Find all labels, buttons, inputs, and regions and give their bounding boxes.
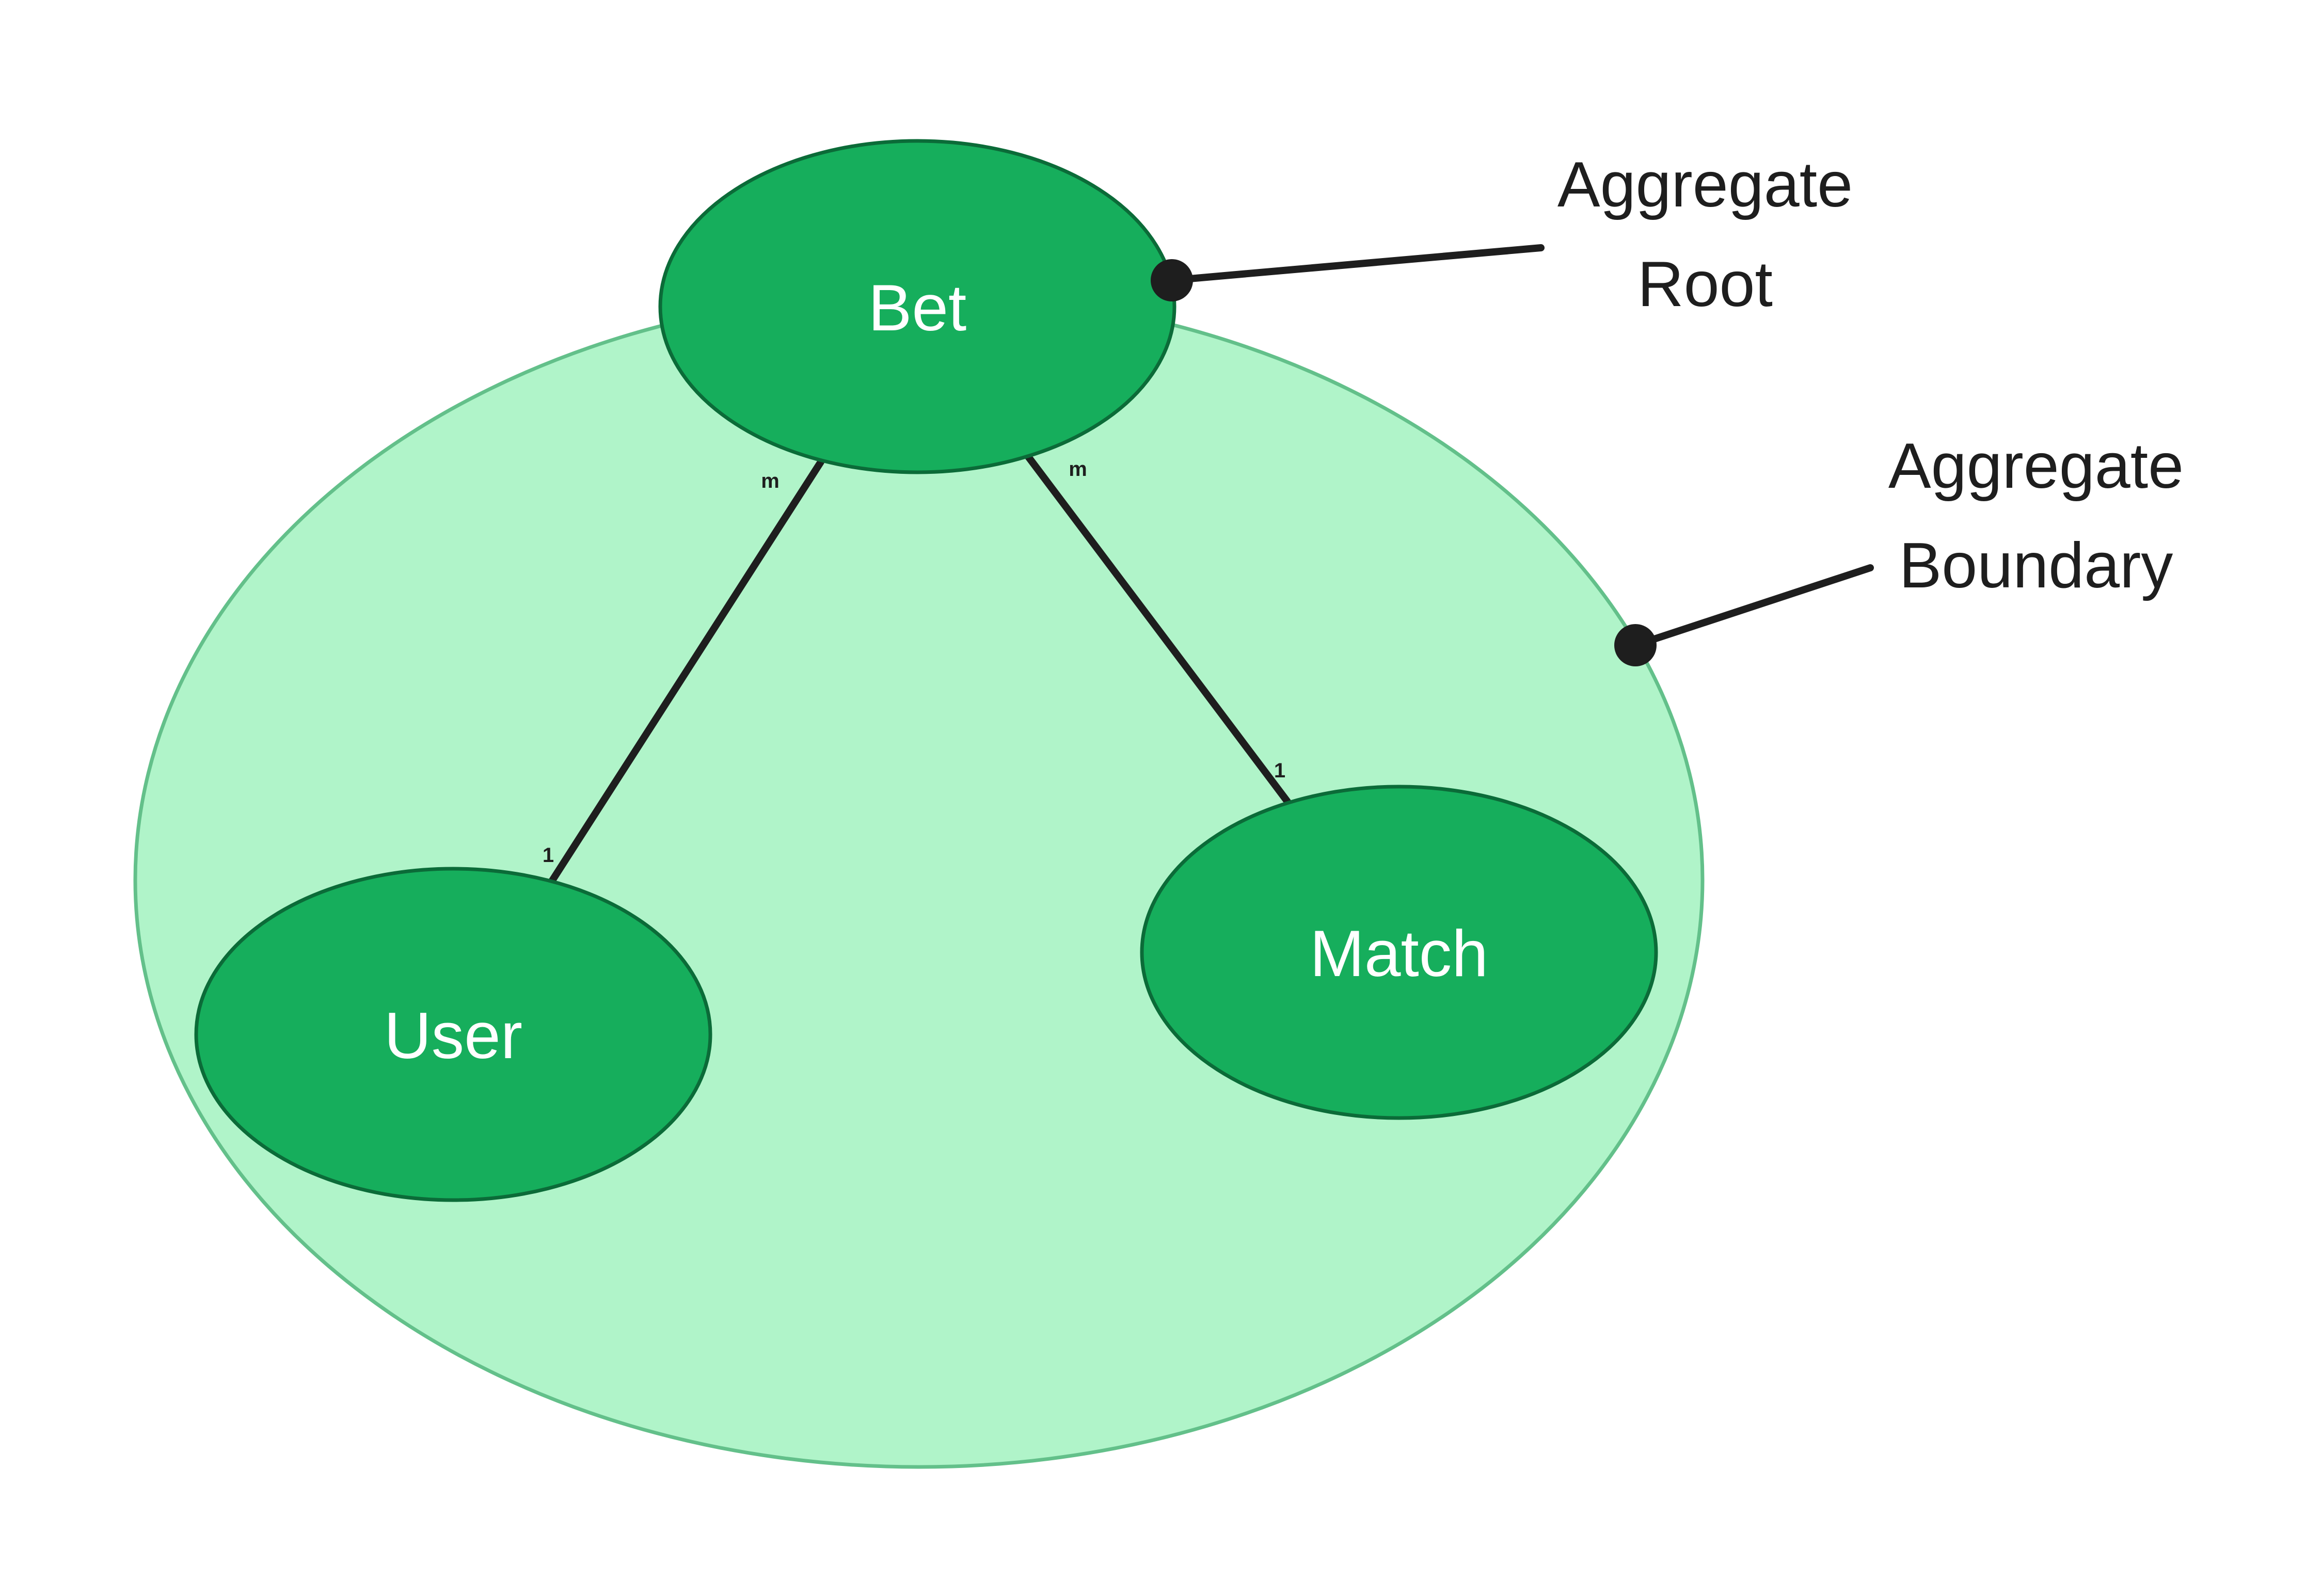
entity-match-shape (1140, 785, 1658, 1120)
callout-aggregate-root: Aggregate Root (1151, 149, 1853, 320)
entity-user-label: User (384, 999, 522, 1072)
entity-user[interactable]: User (194, 867, 712, 1202)
cardinality-bet-match-from: m (1069, 458, 1087, 481)
cardinality-bet-user-to: 1 (543, 844, 554, 867)
cardinality-bet-user-from: m (761, 470, 780, 492)
cardinality-bet-match-to: 1 (1274, 759, 1285, 782)
callout-aggregate-boundary: Aggregate Boundary (1614, 430, 2184, 666)
relation-line-bet-match (1025, 453, 1291, 805)
callout-boundary-label-line2: Boundary (1899, 530, 2173, 601)
entity-bet[interactable]: Bet (658, 139, 1176, 474)
callout-root-leader (1168, 244, 1545, 284)
entity-match-label: Match (1310, 917, 1488, 990)
relation-line-bet-user (548, 458, 824, 885)
entity-user-shape (194, 867, 712, 1202)
entity-match[interactable]: Match (1140, 785, 1658, 1120)
callout-boundary-dot (1614, 624, 1657, 666)
callout-boundary-leader (1632, 564, 1874, 649)
entity-bet-shape (658, 139, 1176, 474)
callout-boundary-label-line1: Aggregate (1888, 430, 2184, 502)
callout-root-dot (1151, 259, 1193, 301)
callout-root-label-line1: Aggregate (1557, 149, 1853, 220)
entity-bet-label: Bet (868, 271, 967, 344)
callout-root-label-line2: Root (1637, 249, 1773, 320)
